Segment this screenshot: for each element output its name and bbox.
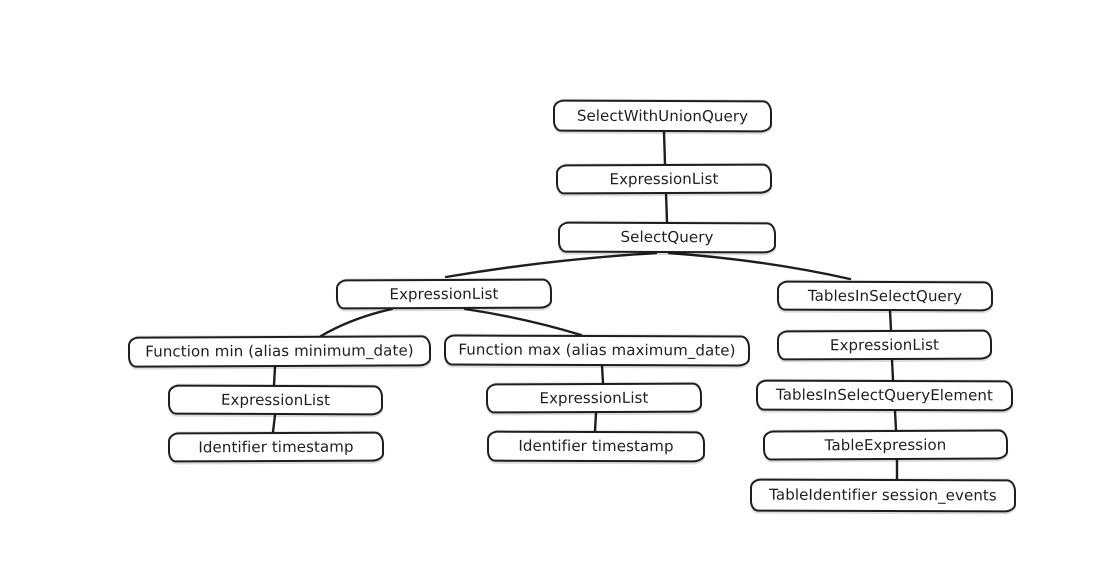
- node-expression-list-select: ExpressionList: [335, 278, 553, 310]
- node-expression-list-min: ExpressionList: [167, 384, 384, 416]
- edge-expressionlist-function-min: [319, 307, 394, 338]
- node-select-query: SelectQuery: [557, 221, 777, 254]
- node-function-max: Function max (alias maximum_date): [443, 334, 751, 367]
- node-table-expression: TableExpression: [762, 429, 1009, 461]
- node-table-identifier: TableIdentifier session_events: [749, 478, 1017, 513]
- edge-tablesinselectquery-expressionlist: [888, 309, 893, 332]
- edge-tablesinselectqueryelement-tableexpression: [893, 409, 898, 432]
- edge-expressionlist-selectquery: [664, 191, 669, 224]
- edge-expressionlist-tablesinselectqueryelement: [890, 358, 895, 382]
- edge-expressionlist-identifier-max: [593, 411, 598, 433]
- edge-expressionlist-function-max: [463, 307, 583, 337]
- edge-function-max-expressionlist: [600, 364, 605, 385]
- edge-selectquery-tablesinselectquery: [667, 251, 852, 281]
- node-function-min: Function min (alias minimum_date): [127, 335, 432, 368]
- node-identifier-timestamp-max: Identifier timestamp: [486, 430, 706, 463]
- node-tables-in-select-query: TablesInSelectQuery: [776, 280, 994, 312]
- edge-function-min-expressionlist: [272, 365, 277, 387]
- node-tables-in-select-query-element: TablesInSelectQueryElement: [755, 379, 1014, 412]
- edge-expressionlist-identifier-min: [271, 413, 277, 434]
- node-identifier-timestamp-min: Identifier timestamp: [167, 431, 385, 463]
- edge-selectwithunionquery-expressionlist: [662, 130, 667, 166]
- node-expression-list-tables: ExpressionList: [776, 329, 993, 361]
- node-expression-list-max: ExpressionList: [485, 382, 703, 414]
- node-select-with-union-query: SelectWithUnionQuery: [552, 99, 773, 133]
- edge-selectquery-expressionlist-select: [444, 251, 658, 279]
- node-expression-list-root: ExpressionList: [555, 163, 773, 195]
